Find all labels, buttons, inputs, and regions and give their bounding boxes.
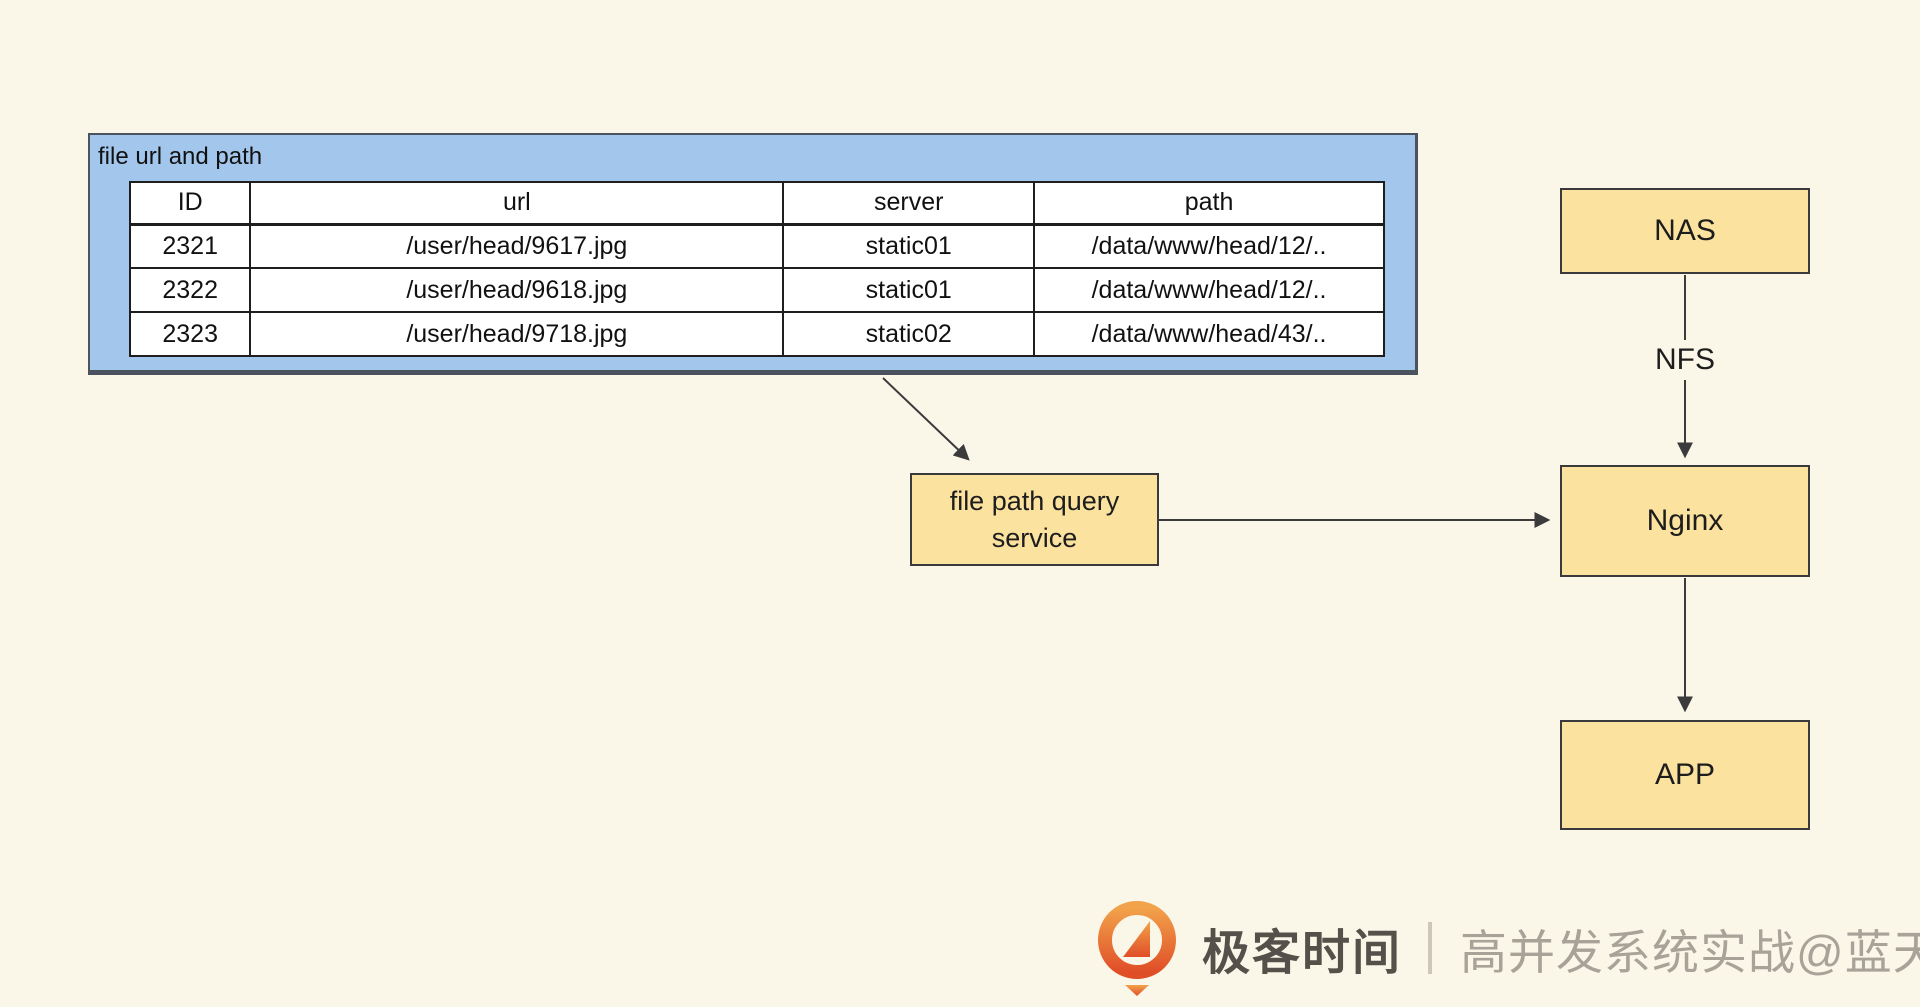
cell-server: static02 [782,311,1036,357]
cell-server: static01 [782,267,1036,313]
file-table: ID url server path 2321 /user/head/9617.… [128,181,1385,357]
table-header-row: ID url server path [128,181,1385,226]
edge-table-to-service [882,377,970,461]
table-row: 2323 /user/head/9718.jpg static02 /data/… [128,311,1385,357]
geektime-logo-icon [1098,901,1176,996]
cell-id: 2322 [128,267,252,313]
service-label-line2: service [991,522,1078,553]
service-label-line1: file path query [949,486,1120,517]
node-nginx: Nginx [1560,465,1810,577]
footer-divider [1428,922,1433,974]
table-row: 2321 /user/head/9617.jpg static01 /data/… [128,223,1385,269]
cell-path: /data/www/head/12/.. [1033,267,1385,313]
cell-path: /data/www/head/12/.. [1033,223,1385,269]
brand-text: 极客时间 [1202,927,1403,980]
node-app: APP [1560,720,1810,830]
table-row: 2322 /user/head/9618.jpg static01 /data/… [128,267,1385,313]
col-header-id: ID [128,181,252,226]
node-file-path-query-service: file path query service [910,473,1159,566]
cell-url: /user/head/9617.jpg [249,223,785,269]
col-header-url: url [249,181,785,226]
cell-server: static01 [782,223,1036,269]
nfs-edge-label: NFS [1641,340,1729,380]
credit-text: 高并发系统实战@蓝天 [1460,925,1920,979]
cell-id: 2321 [128,223,252,269]
col-header-path: path [1033,181,1385,226]
col-header-server: server [782,181,1036,226]
node-nas: NAS [1560,188,1810,274]
panel-title: file url and path [98,143,263,170]
cell-path: /data/www/head/43/.. [1033,311,1385,357]
cell-url: /user/head/9718.jpg [249,311,785,357]
footer-watermark: 极客时间 高并发系统实战@蓝天 [1094,898,1920,998]
cell-url: /user/head/9618.jpg [249,267,785,313]
cell-id: 2323 [128,311,252,357]
file-table-panel: file url and path ID url server path 232… [88,133,1418,375]
